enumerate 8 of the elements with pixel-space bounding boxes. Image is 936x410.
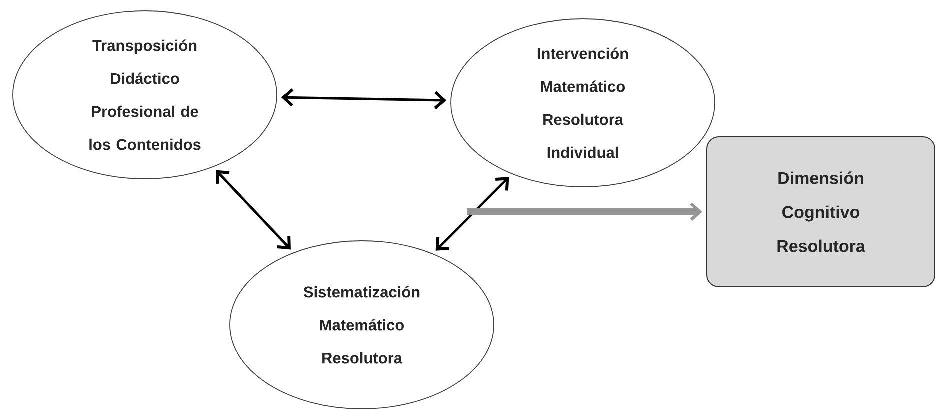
- arrow: [436, 177, 510, 251]
- ellipse-node: Sistematización Matemático Resolutora: [230, 240, 494, 410]
- arrow: [216, 170, 291, 250]
- ellipse-node: Intervención Matemático Resolutora Individual: [450, 18, 716, 188]
- arrow: [467, 202, 703, 222]
- arrow: [281, 88, 447, 110]
- process-box: Dimensión Cognitivo Resolutora: [706, 136, 936, 288]
- ellipse-node: Transposición Didáctico Profesional de los Contenidos: [12, 10, 278, 180]
